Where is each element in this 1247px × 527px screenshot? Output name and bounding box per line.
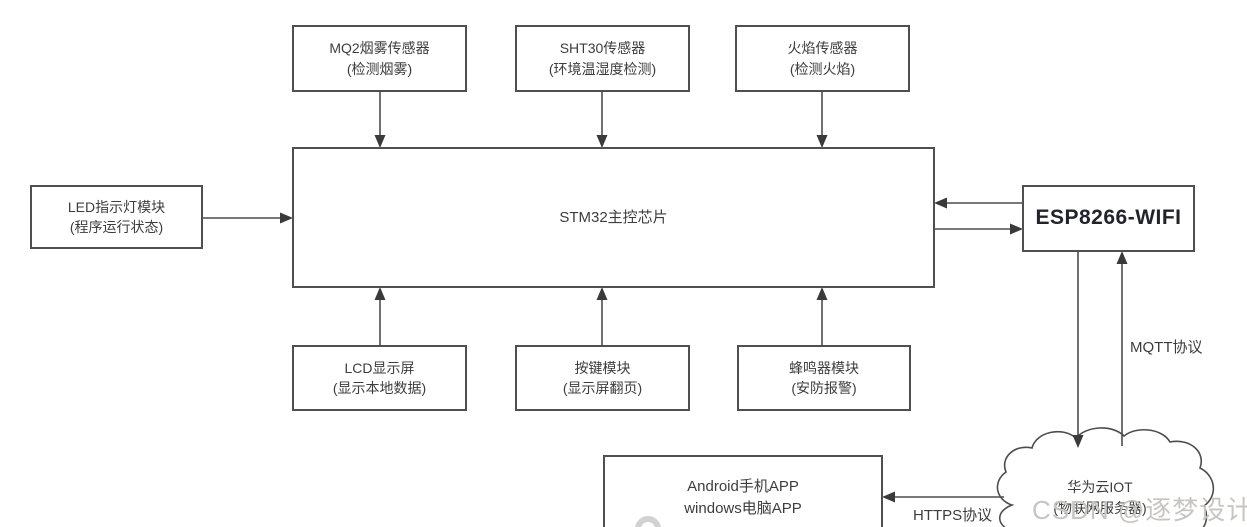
node-title: 火焰传感器 bbox=[787, 40, 858, 57]
node-title: MQ2烟雾传感器 bbox=[329, 40, 430, 57]
node-title: STM32主控芯片 bbox=[559, 208, 668, 226]
node-stm32-mcu: STM32主控芯片 bbox=[292, 147, 935, 288]
node-title: 蜂鸣器模块 bbox=[789, 359, 859, 376]
node-subtitle: (检测烟雾) bbox=[346, 60, 413, 77]
node-buzzer-module: 蜂鸣器模块 (安防报警) bbox=[737, 345, 911, 411]
edge-label-https: HTTPS协议 bbox=[913, 507, 993, 524]
node-title: Android手机APP bbox=[687, 478, 799, 496]
node-key-module: 按键模块 (显示屏翻页) bbox=[515, 345, 690, 411]
node-sht30-sensor: SHT30传感器 (环境温湿度检测) bbox=[515, 25, 690, 92]
node-lcd-display: LCD显示屏 (显示本地数据) bbox=[292, 345, 467, 411]
node-subtitle: (显示本地数据) bbox=[332, 380, 427, 396]
node-title: LCD显示屏 bbox=[344, 359, 415, 376]
node-title: ESP8266-WIFI bbox=[1035, 206, 1182, 230]
node-esp8266-wifi: ESP8266-WIFI bbox=[1022, 185, 1195, 252]
edge-label-mqtt: MQTT协议 bbox=[1130, 339, 1203, 356]
node-client-apps: Android手机APP windows电脑APP bbox=[603, 455, 883, 527]
node-subtitle: windows电脑APP bbox=[684, 500, 802, 517]
node-subtitle: (程序运行状态) bbox=[69, 219, 164, 235]
node-huawei-cloud-label: 华为云IOT (物联网服务器) bbox=[1020, 477, 1180, 519]
node-title: SHT30传感器 bbox=[559, 40, 646, 57]
node-subtitle: (显示屏翻页) bbox=[562, 380, 643, 396]
node-title: 华为云IOT bbox=[1067, 479, 1133, 495]
node-led-indicator-module: LED指示灯模块 (程序运行状态) bbox=[30, 185, 203, 249]
node-subtitle: (检测火焰) bbox=[789, 60, 856, 77]
watermark-logo-circle bbox=[635, 516, 661, 527]
node-subtitle: (环境温湿度检测) bbox=[548, 60, 657, 77]
node-mq2-smoke-sensor: MQ2烟雾传感器 (检测烟雾) bbox=[292, 25, 467, 92]
node-title: LED指示灯模块 bbox=[67, 198, 166, 215]
node-flame-sensor: 火焰传感器 (检测火焰) bbox=[735, 25, 910, 92]
node-title: 按键模块 bbox=[574, 359, 631, 376]
node-subtitle: (物联网服务器) bbox=[1053, 500, 1147, 516]
node-subtitle: (安防报警) bbox=[791, 380, 857, 396]
huawei-cloud-shape bbox=[996, 427, 1215, 527]
